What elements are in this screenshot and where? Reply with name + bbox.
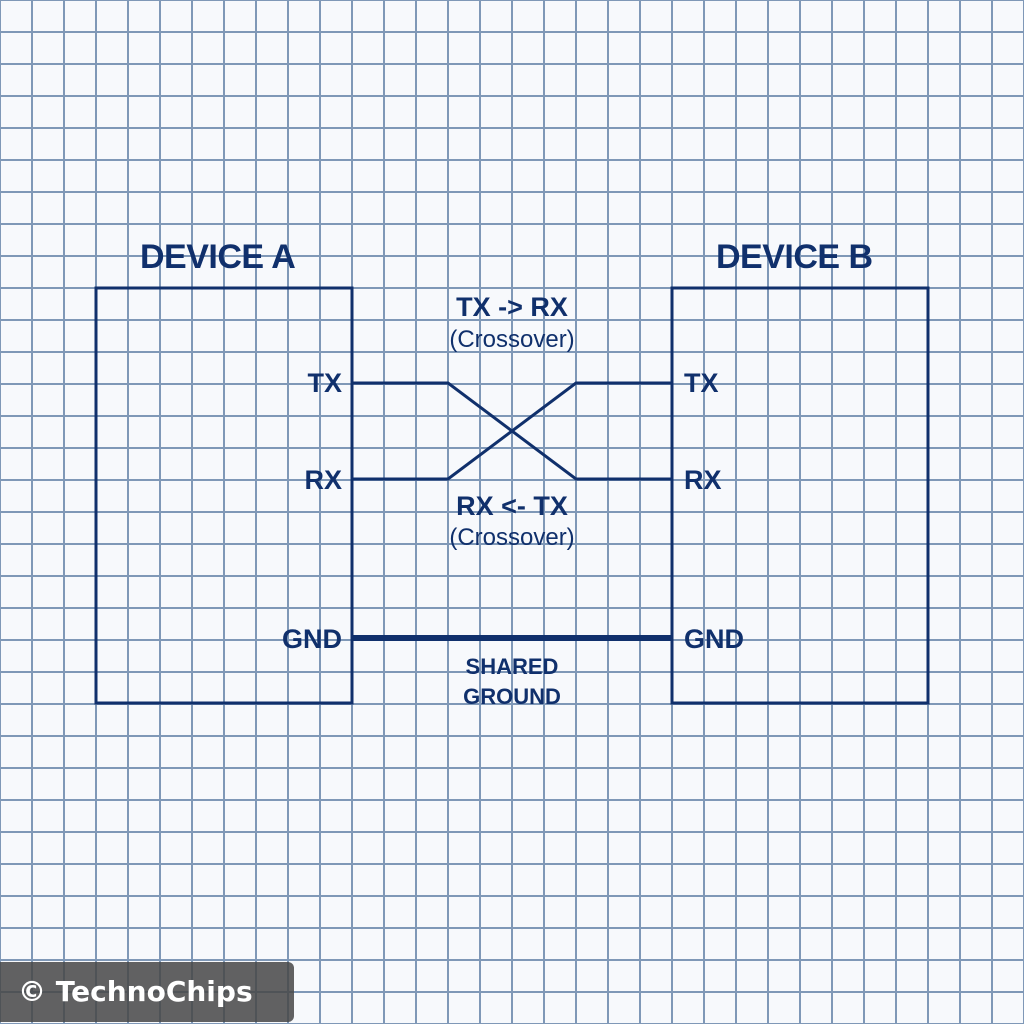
device-a-box (94, 286, 354, 705)
device-b-box (670, 286, 930, 705)
device-b-title: DEVICE B (716, 238, 873, 276)
tx-to-rx-label: TX -> RX (456, 292, 568, 322)
copyright-icon: © (18, 975, 46, 1008)
device-b-pin-rx: RX (684, 465, 722, 495)
device-b-pin-gnd: GND (684, 624, 744, 654)
wire-tx-b-to-rx-a (352, 381, 672, 481)
rx-from-tx-label: RX <- TX (456, 491, 568, 521)
rx-from-tx-note: (Crossover) (449, 524, 575, 551)
ground-label-line2: GROUND (463, 684, 561, 709)
device-b-pin-tx: TX (684, 368, 719, 398)
ground-label-line1: SHARED (465, 654, 559, 679)
tx-to-rx-note: (Crossover) (449, 326, 575, 353)
watermark-text: TechnoChips (55, 975, 253, 1008)
device-a-pin-gnd: GND (282, 624, 342, 654)
watermark: © TechnoChips (0, 962, 294, 1022)
device-a-pin-tx: TX (307, 368, 342, 398)
device-a-title: DEVICE A (140, 238, 296, 276)
device-a-pin-rx: RX (304, 465, 342, 495)
